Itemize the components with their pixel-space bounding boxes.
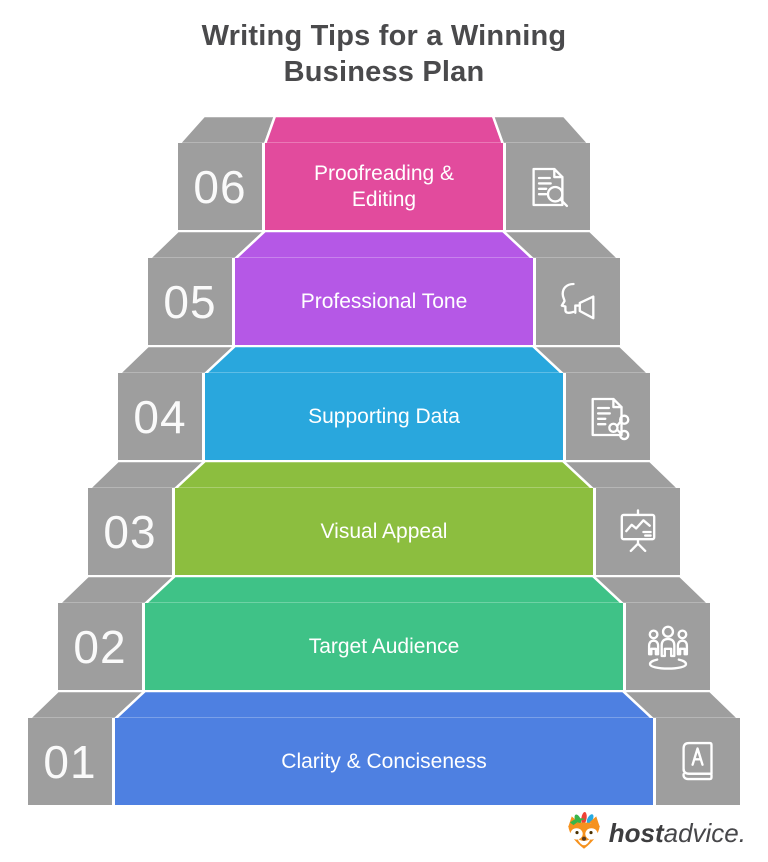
- step-04-number-block: 04: [118, 373, 202, 460]
- step-label: Supporting Data: [308, 404, 460, 428]
- step-06: 06 Proofreading & Editing: [178, 115, 590, 230]
- step-number: 01: [43, 735, 97, 788]
- logo-text-regular: advice.: [663, 817, 746, 848]
- step-01-bar: Clarity & Conciseness: [115, 718, 653, 805]
- step-label: Professional Tone: [300, 289, 468, 313]
- presentation-chart-icon: [620, 508, 656, 552]
- dictionary-book-icon: [682, 741, 713, 780]
- document-search-icon: [532, 167, 569, 207]
- step-02: 02 Target Audience: [58, 575, 710, 690]
- step-03-top-face: [88, 460, 680, 490]
- page-title: Writing Tips for a Winning Business Plan: [0, 18, 768, 90]
- step-03: 03 Visual Appeal: [88, 460, 680, 575]
- audience-group-icon: [647, 625, 689, 670]
- logo-text: hostadvice.: [609, 818, 746, 849]
- step-05-bar: Professional Tone: [235, 258, 533, 345]
- title-line-1: Writing Tips for a Winning: [201, 20, 567, 52]
- logo-text-bold: host: [608, 817, 664, 848]
- step-06-top-face: [178, 115, 590, 145]
- fox-mascot-icon: [567, 812, 600, 849]
- step-04: 04 Supporting Data: [118, 345, 650, 460]
- step-03-number-block: 03: [88, 488, 172, 575]
- step-05-number-block: 05: [148, 258, 232, 345]
- step-number: 05: [163, 275, 217, 328]
- step-05: 05 Professional Tone: [148, 230, 620, 345]
- step-05-top-face: [148, 230, 620, 260]
- step-01-top-face: [28, 690, 740, 720]
- step-number: 04: [133, 390, 187, 443]
- step-04-icon-block: [566, 373, 650, 460]
- step-02-top-face: [58, 575, 710, 605]
- step-02-bar: Target Audience: [145, 603, 623, 690]
- title-line-2: Business Plan: [283, 56, 485, 88]
- step-01-number-block: 01: [28, 718, 112, 805]
- step-05-icon-block: [536, 258, 620, 345]
- step-04-top-face: [118, 345, 650, 375]
- document-share-icon: [591, 397, 630, 440]
- step-number: 02: [73, 620, 127, 673]
- step-03-bar: Visual Appeal: [175, 488, 593, 575]
- step-06-icon-block: [506, 143, 590, 230]
- step-01-icon-block: [656, 718, 740, 805]
- step-label: Target Audience: [308, 634, 460, 658]
- step-01: 01 Clarity & Conciseness: [28, 690, 740, 805]
- step-label: Proofreading & Editing: [313, 161, 455, 211]
- speaking-tone-icon: [560, 282, 595, 319]
- step-label: Visual Appeal: [320, 519, 448, 543]
- step-04-bar: Supporting Data: [205, 373, 563, 460]
- step-label: Clarity & Conciseness: [281, 749, 487, 773]
- step-02-number-block: 02: [58, 603, 142, 690]
- step-02-icon-block: [626, 603, 710, 690]
- hostadvice-logo: hostadvice.: [563, 810, 746, 856]
- step-06-bar: Proofreading & Editing: [265, 143, 503, 230]
- step-03-icon-block: [596, 488, 680, 575]
- step-06-number-block: 06: [178, 143, 262, 230]
- step-number: 03: [103, 505, 157, 558]
- step-number: 06: [193, 160, 247, 213]
